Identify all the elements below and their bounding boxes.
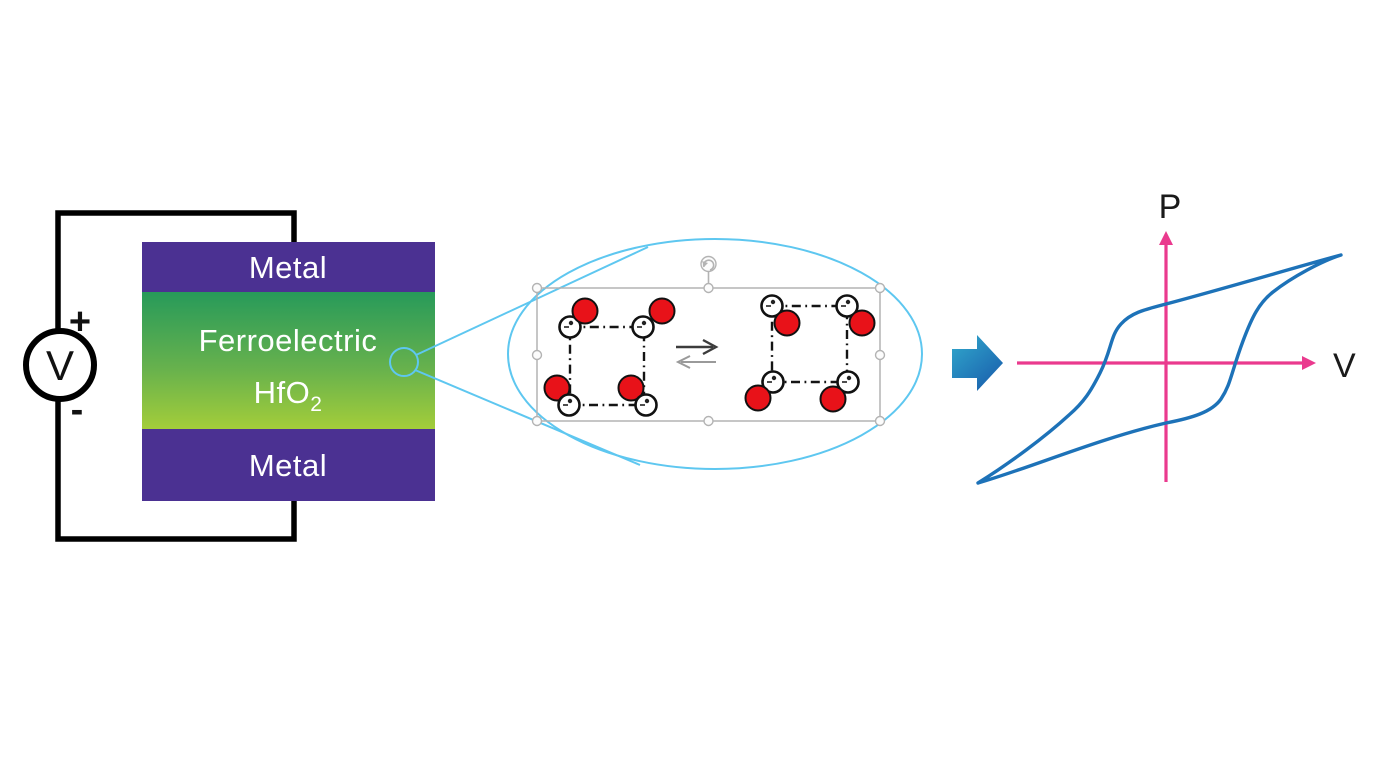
selection-handle-bottom-left[interactable]: [531, 415, 543, 427]
zoom-callout: [389, 238, 923, 470]
ferroelectric-layer: [142, 292, 435, 429]
hysteresis-curve: [976, 253, 1343, 485]
unit-cell-outline: [770, 304, 849, 384]
oxygen-atom: [744, 384, 772, 412]
oxygen-atom: [617, 374, 645, 402]
hafnium-atom-dot: [567, 398, 573, 404]
rotate-icon-arrowhead: [702, 261, 708, 267]
hysteresis-graph: P V: [976, 188, 1356, 485]
hfo2-formula-subscript: 2: [310, 393, 322, 416]
hafnium-atom: [558, 315, 582, 339]
capacitor-stack: Metal Ferroelectric HfO2 Metal: [142, 242, 435, 501]
hafnium-atom-dot: [770, 299, 776, 305]
magnifier-circle: [389, 347, 419, 377]
top-electrode: [142, 242, 435, 292]
hafnium-atom-dot: [845, 299, 851, 305]
hafnium-atom: [836, 370, 860, 394]
transition-arrow-icon: [952, 335, 1003, 391]
oxygen-atom: [571, 297, 599, 325]
plus-label: +: [69, 301, 91, 343]
equilibrium-arrow-forward-head: [702, 338, 719, 356]
p-axis-label: P: [1159, 188, 1182, 226]
top-electrode-label: Metal: [249, 250, 327, 285]
bottom-electrode: [142, 429, 435, 501]
selection-handle-top-left[interactable]: [531, 282, 543, 294]
oxygen-atom: [848, 309, 876, 337]
hfo2-formula-label: HfO2: [254, 375, 323, 416]
zoom-ellipse: [507, 238, 923, 470]
voltage-source-label: V: [46, 342, 74, 389]
hafnium-atom-dot: [846, 375, 852, 381]
voltage-source: [23, 328, 97, 402]
minus-label: -: [71, 389, 84, 431]
ferroelectric-label: Ferroelectric: [199, 323, 378, 358]
hafnium-atom-dot: [771, 375, 777, 381]
oxygen-atom: [543, 374, 571, 402]
unit-cell-polarization-up: [543, 297, 676, 417]
equilibrium-arrows: [675, 338, 719, 369]
oxygen-atom: [648, 297, 676, 325]
hafnium-atom: [557, 393, 581, 417]
p-axis-arrowhead: [1159, 231, 1173, 245]
voltage-circuit: V + -: [23, 210, 297, 542]
hafnium-atom: [634, 393, 658, 417]
hafnium-atom: [761, 370, 785, 394]
selection-handle-top-mid[interactable]: [703, 282, 714, 294]
selection-box: [531, 255, 886, 427]
hafnium-atom: [760, 294, 784, 318]
unit-cell-polarization-down: [744, 294, 876, 413]
hafnium-atom: [631, 315, 655, 339]
hafnium-atom-dot: [644, 398, 650, 404]
equilibrium-arrow-reverse-head: [675, 355, 691, 369]
wire-bottom: [55, 399, 297, 542]
v-axis-label: V: [1333, 347, 1356, 385]
selection-handle-bottom-mid[interactable]: [703, 415, 714, 427]
wire-top: [55, 210, 297, 331]
oxygen-atom: [773, 309, 801, 337]
unit-cell-outline: [568, 325, 646, 407]
oxygen-atom: [819, 385, 847, 413]
v-axis-arrowhead: [1302, 356, 1316, 370]
selection-handle-bottom-right[interactable]: [874, 415, 886, 427]
hafnium-atom-dot: [568, 320, 574, 326]
callout-line-lower: [414, 369, 641, 466]
selection-handle-top-right[interactable]: [874, 282, 886, 294]
selection-handle-mid-right[interactable]: [874, 349, 886, 361]
hafnium-atom-dot: [641, 320, 647, 326]
hafnium-atom: [835, 294, 859, 318]
bottom-electrode-label: Metal: [249, 448, 327, 483]
selection-handle-mid-left[interactable]: [531, 349, 543, 361]
hfo2-formula-base: HfO: [254, 375, 311, 410]
